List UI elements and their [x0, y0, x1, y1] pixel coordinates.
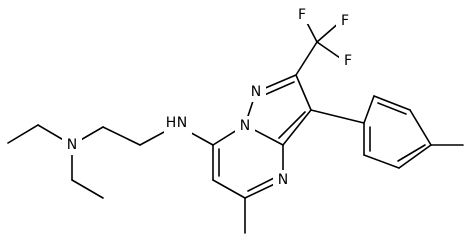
atom-mask	[235, 116, 255, 136]
bond	[212, 179, 246, 199]
atom-f1: F	[298, 7, 306, 23]
bond	[278, 111, 306, 139]
atom-f3: F	[344, 53, 352, 69]
bond	[261, 81, 295, 97]
bond	[398, 144, 432, 169]
atom-n-diethylamine: N	[67, 137, 77, 153]
bond	[295, 41, 318, 76]
atom-mask	[293, 6, 311, 24]
atom-n-pyrimidine: N	[278, 172, 288, 188]
bond	[102, 126, 141, 146]
atom-n-linker: N	[177, 115, 187, 131]
bond	[316, 41, 344, 61]
atom-n-pyrazole: N	[251, 84, 261, 100]
bond	[282, 109, 312, 146]
atom-mask	[164, 112, 192, 134]
bond	[377, 102, 407, 115]
atom-mask	[62, 135, 82, 155]
bond	[295, 74, 312, 111]
bond	[71, 179, 104, 199]
atom-mask	[273, 170, 293, 190]
bond	[310, 109, 365, 124]
atom-mask	[339, 52, 357, 70]
atom-mask	[336, 12, 354, 30]
atom-f2: F	[341, 13, 349, 29]
atom-n-bridgehead: N	[240, 118, 250, 134]
atom-labels-layer: N H N N N N F F F	[62, 6, 357, 190]
atom-h-linker: H	[166, 115, 177, 131]
bond	[409, 109, 432, 146]
atom-mask	[246, 82, 266, 102]
bond	[363, 95, 375, 124]
bond	[373, 95, 411, 111]
bond	[397, 144, 426, 162]
bond	[363, 154, 400, 169]
bond	[7, 124, 39, 144]
